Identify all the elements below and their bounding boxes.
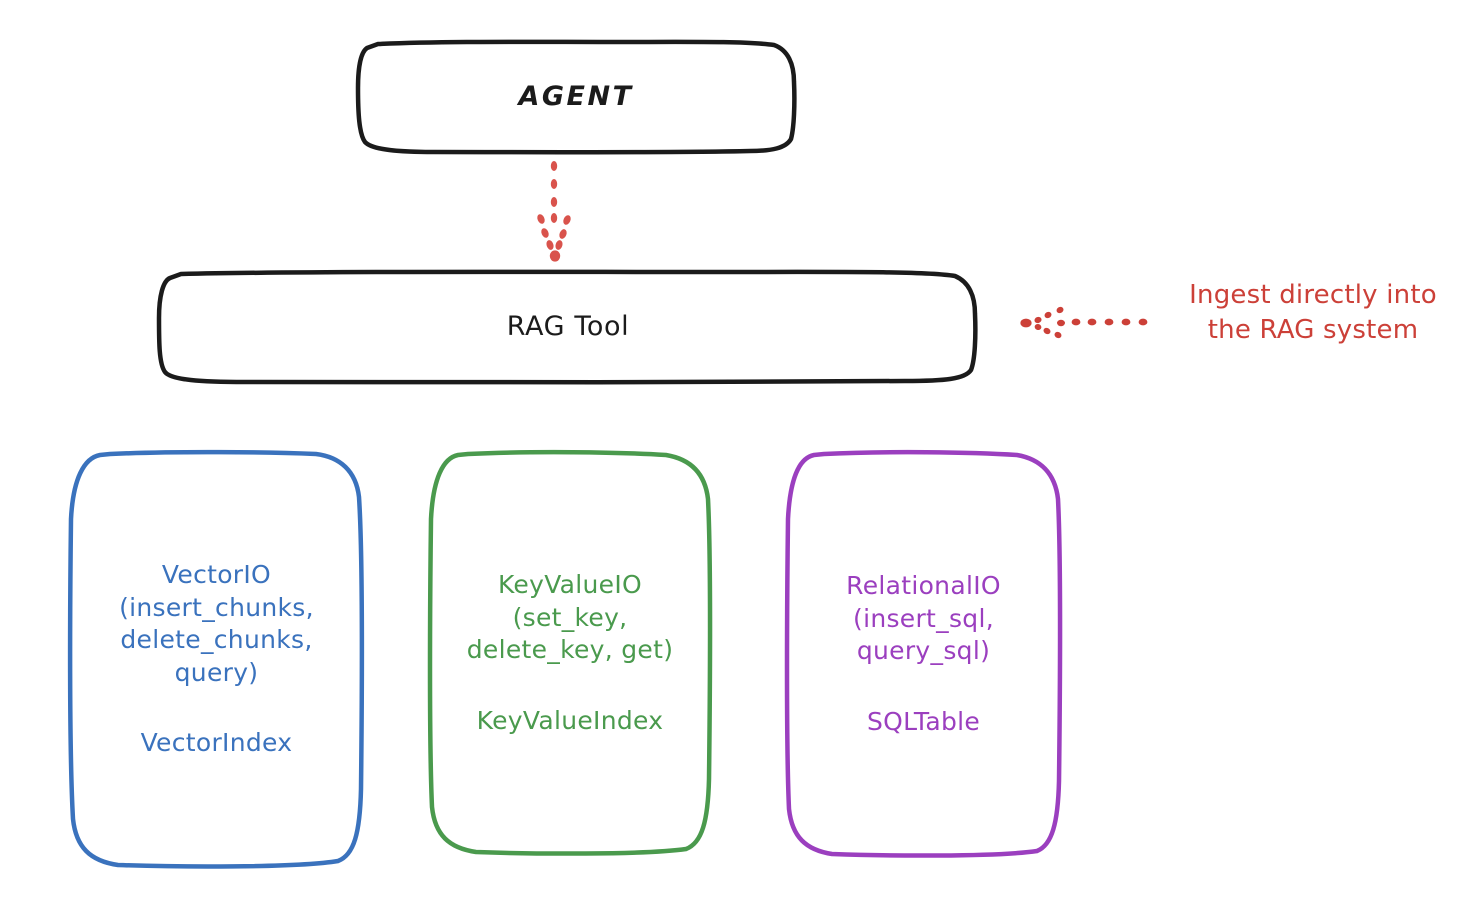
- vector-io-api-label: VectorIO (insert_chunks, delete_chunks, …: [119, 560, 314, 687]
- ingest-to-rag-tool-arrow: [1020, 306, 1148, 339]
- rag-tool-label: RAG Tool: [506, 311, 630, 342]
- key-value-io-api-label: KeyValueIO (set_key, delete_key, get): [466, 570, 674, 664]
- node-agent[interactable]: AGENT: [354, 38, 798, 155]
- agent-label: AGENT: [518, 81, 634, 112]
- ingest-annotation-label: Ingest directly into the RAG system: [1189, 280, 1437, 345]
- agent-to-rag-tool-arrow: [537, 161, 571, 262]
- node-vector-io[interactable]: VectorIO (insert_chunks, delete_chunks, …: [66, 449, 367, 870]
- relational-io-index-label: SQLTable: [866, 706, 981, 736]
- key-value-io-index-label: KeyValueIndex: [476, 705, 664, 735]
- node-relational-io[interactable]: RelationalIO (insert_sql, query_sql) SQL…: [783, 449, 1064, 859]
- node-key-value-io[interactable]: KeyValueIO (set_key, delete_key, get) Ke…: [426, 449, 714, 857]
- node-rag-tool[interactable]: RAG Tool: [155, 268, 981, 385]
- vector-io-index-label: VectorIndex: [140, 728, 293, 758]
- relational-io-api-label: RelationalIO (insert_sql, query_sql): [846, 571, 1001, 665]
